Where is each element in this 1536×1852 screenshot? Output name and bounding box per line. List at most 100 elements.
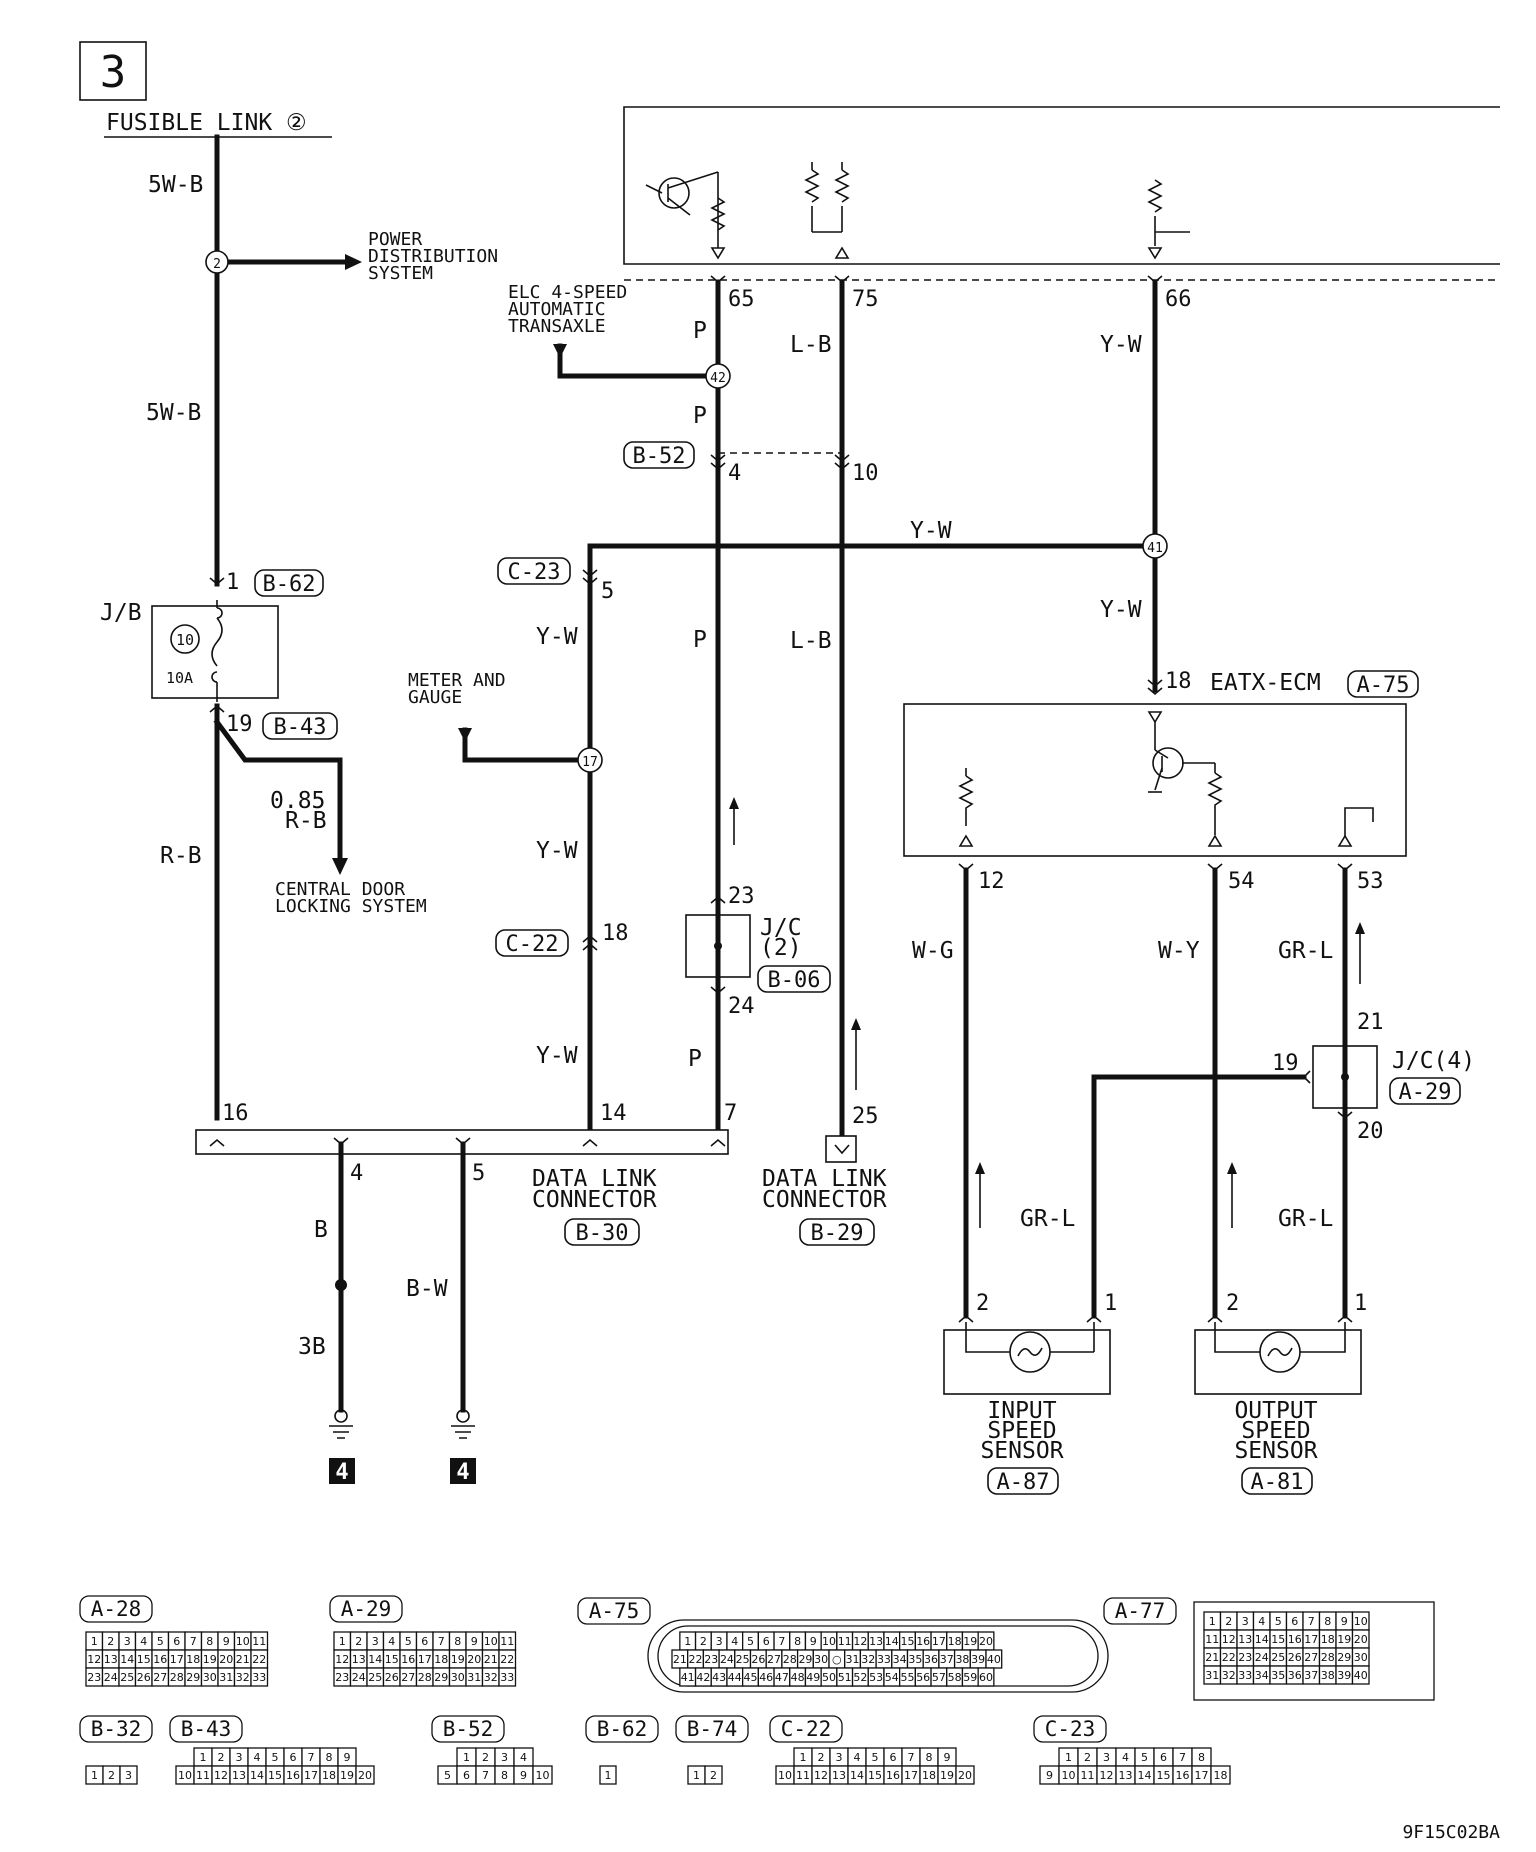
wire-label-085-rb: R-B xyxy=(285,808,327,834)
legend-pin: 30 xyxy=(1354,1651,1368,1664)
legend-pin: 6 xyxy=(463,1769,470,1782)
ground-ref-2: 4 xyxy=(456,1460,469,1485)
legend-pin: 13 xyxy=(232,1769,246,1782)
legend-pin: 12 xyxy=(87,1653,101,1666)
central-door-label-2: LOCKING SYSTEM xyxy=(275,896,427,917)
legend-pin: 12 xyxy=(214,1769,228,1782)
legend-pin: 27 xyxy=(1304,1651,1318,1664)
legend-pin: 9 xyxy=(344,1751,351,1764)
legend-pin: 32 xyxy=(236,1671,250,1684)
legend-pin: 4 xyxy=(731,1635,738,1648)
legend-pin: 30 xyxy=(451,1671,465,1684)
svg-text:4: 4 xyxy=(728,461,741,486)
legend-pin: 12 xyxy=(1222,1633,1236,1646)
legend-pin: 22 xyxy=(500,1653,514,1666)
legend-pin: 29 xyxy=(1337,1651,1351,1664)
legend-pin: 2 xyxy=(1084,1751,1091,1764)
legend-pin: 19 xyxy=(340,1769,354,1782)
legend-pin: 17 xyxy=(304,1769,318,1782)
legend-pin: 8 xyxy=(206,1635,213,1648)
legend-pin: 7 xyxy=(438,1635,445,1648)
svg-text:17: 17 xyxy=(582,755,598,770)
legend-pin: 56 xyxy=(916,1671,930,1684)
legend-pin: 15 xyxy=(901,1635,915,1648)
legend-pin: 21 xyxy=(673,1653,687,1666)
wire-label-wy: W-Y xyxy=(1158,938,1200,964)
svg-text:B-62: B-62 xyxy=(263,572,316,597)
legend-pin: 11 xyxy=(838,1635,852,1648)
legend-pin: 2 xyxy=(218,1751,225,1764)
legend-pin: 6 xyxy=(1291,1615,1298,1628)
legend-pin: 25 xyxy=(120,1671,134,1684)
legend-pin: 19 xyxy=(963,1635,977,1648)
legend-label-b74: B-74 xyxy=(687,1717,738,1741)
legend-pin: 1 xyxy=(200,1751,207,1764)
legend-pin: 29 xyxy=(434,1671,448,1684)
legend-pin: 50 xyxy=(822,1671,836,1684)
legend-pin: 9 xyxy=(520,1769,527,1782)
legend-pin: 2 xyxy=(355,1635,362,1648)
legend-pin: 14 xyxy=(850,1769,864,1782)
legend-pin: 60 xyxy=(979,1671,993,1684)
wire-label-yw-c22: Y-W xyxy=(536,1043,578,1069)
svg-text:B-30: B-30 xyxy=(576,1221,629,1246)
legend-pin: 11 xyxy=(196,1769,210,1782)
legend-pin: 20 xyxy=(1354,1633,1368,1646)
legend-pin: 18 xyxy=(948,1635,962,1648)
junction-41 xyxy=(1142,533,1168,559)
legend-pin: 31 xyxy=(1205,1669,1219,1682)
legend-pin: 48 xyxy=(791,1671,805,1684)
wire-label-085: 0.85 xyxy=(270,788,325,814)
legend-pin: 16 xyxy=(1288,1633,1302,1646)
central-door-label-1: CENTRAL DOOR xyxy=(275,879,405,900)
legend-pin: 26 xyxy=(385,1671,399,1684)
svg-text:65: 65 xyxy=(728,287,755,312)
svg-text:53: 53 xyxy=(1357,869,1384,894)
wire-label-p-low: P xyxy=(688,1046,702,1072)
page-number: 3 xyxy=(100,47,127,98)
legend-pin: 2 xyxy=(108,1769,115,1782)
input-sensor-label-3: SENSOR xyxy=(980,1438,1063,1464)
svg-text:20: 20 xyxy=(1357,1119,1384,1144)
legend-pin: 23 xyxy=(335,1671,349,1684)
legend-pin: 3 xyxy=(372,1635,379,1648)
legend-pin: 3 xyxy=(836,1751,843,1764)
svg-text:1: 1 xyxy=(1104,1291,1117,1316)
legend-pin: 44 xyxy=(728,1671,742,1684)
svg-text:A-87: A-87 xyxy=(997,1470,1050,1495)
legend-pin: 19 xyxy=(203,1653,217,1666)
legend-pin: 5 xyxy=(1141,1751,1148,1764)
svg-text:75: 75 xyxy=(852,287,879,312)
legend-pin: 9 xyxy=(944,1751,951,1764)
legend-pin: 1 xyxy=(800,1751,807,1764)
wire-label-wg: W-G xyxy=(912,938,954,964)
output-speed-sensor xyxy=(1194,1329,1362,1395)
legend-pin: 47 xyxy=(775,1671,789,1684)
legend-pin: 10 xyxy=(178,1769,192,1782)
legend-label-c23: C-23 xyxy=(1045,1717,1096,1741)
svg-text:B-06: B-06 xyxy=(768,968,821,993)
legend-label-a28: A-28 xyxy=(91,1597,142,1621)
wire-label-bw: B-W xyxy=(406,1276,448,1302)
legend-pin: 25 xyxy=(1271,1651,1285,1664)
svg-text:7: 7 xyxy=(724,1101,737,1126)
legend-pin: 24 xyxy=(720,1653,734,1666)
legend-label-b32: B-32 xyxy=(91,1717,142,1741)
svg-text:10A: 10A xyxy=(166,669,193,687)
wire-label-lb-75: L-B xyxy=(790,332,832,358)
elc-label-2: AUTOMATIC xyxy=(508,299,606,320)
legend-pin: 8 xyxy=(926,1751,933,1764)
svg-text:B-29: B-29 xyxy=(811,1221,864,1246)
legend-pin: 11 xyxy=(252,1635,266,1648)
legend-pin: 32 xyxy=(1222,1669,1236,1682)
meter-label-1: METER AND xyxy=(408,670,506,691)
legend-pin: 33 xyxy=(1238,1669,1252,1682)
svg-text:4: 4 xyxy=(350,1161,363,1186)
svg-text:C-22: C-22 xyxy=(506,932,559,957)
legend-pin: 31 xyxy=(467,1671,481,1684)
legend-pin: 39 xyxy=(971,1653,985,1666)
legend-pin: 36 xyxy=(1288,1669,1302,1682)
legend-pin: 20 xyxy=(358,1769,372,1782)
legend-pin: 7 xyxy=(308,1751,315,1764)
dlc1-label-1: DATA LINK xyxy=(532,1166,657,1192)
